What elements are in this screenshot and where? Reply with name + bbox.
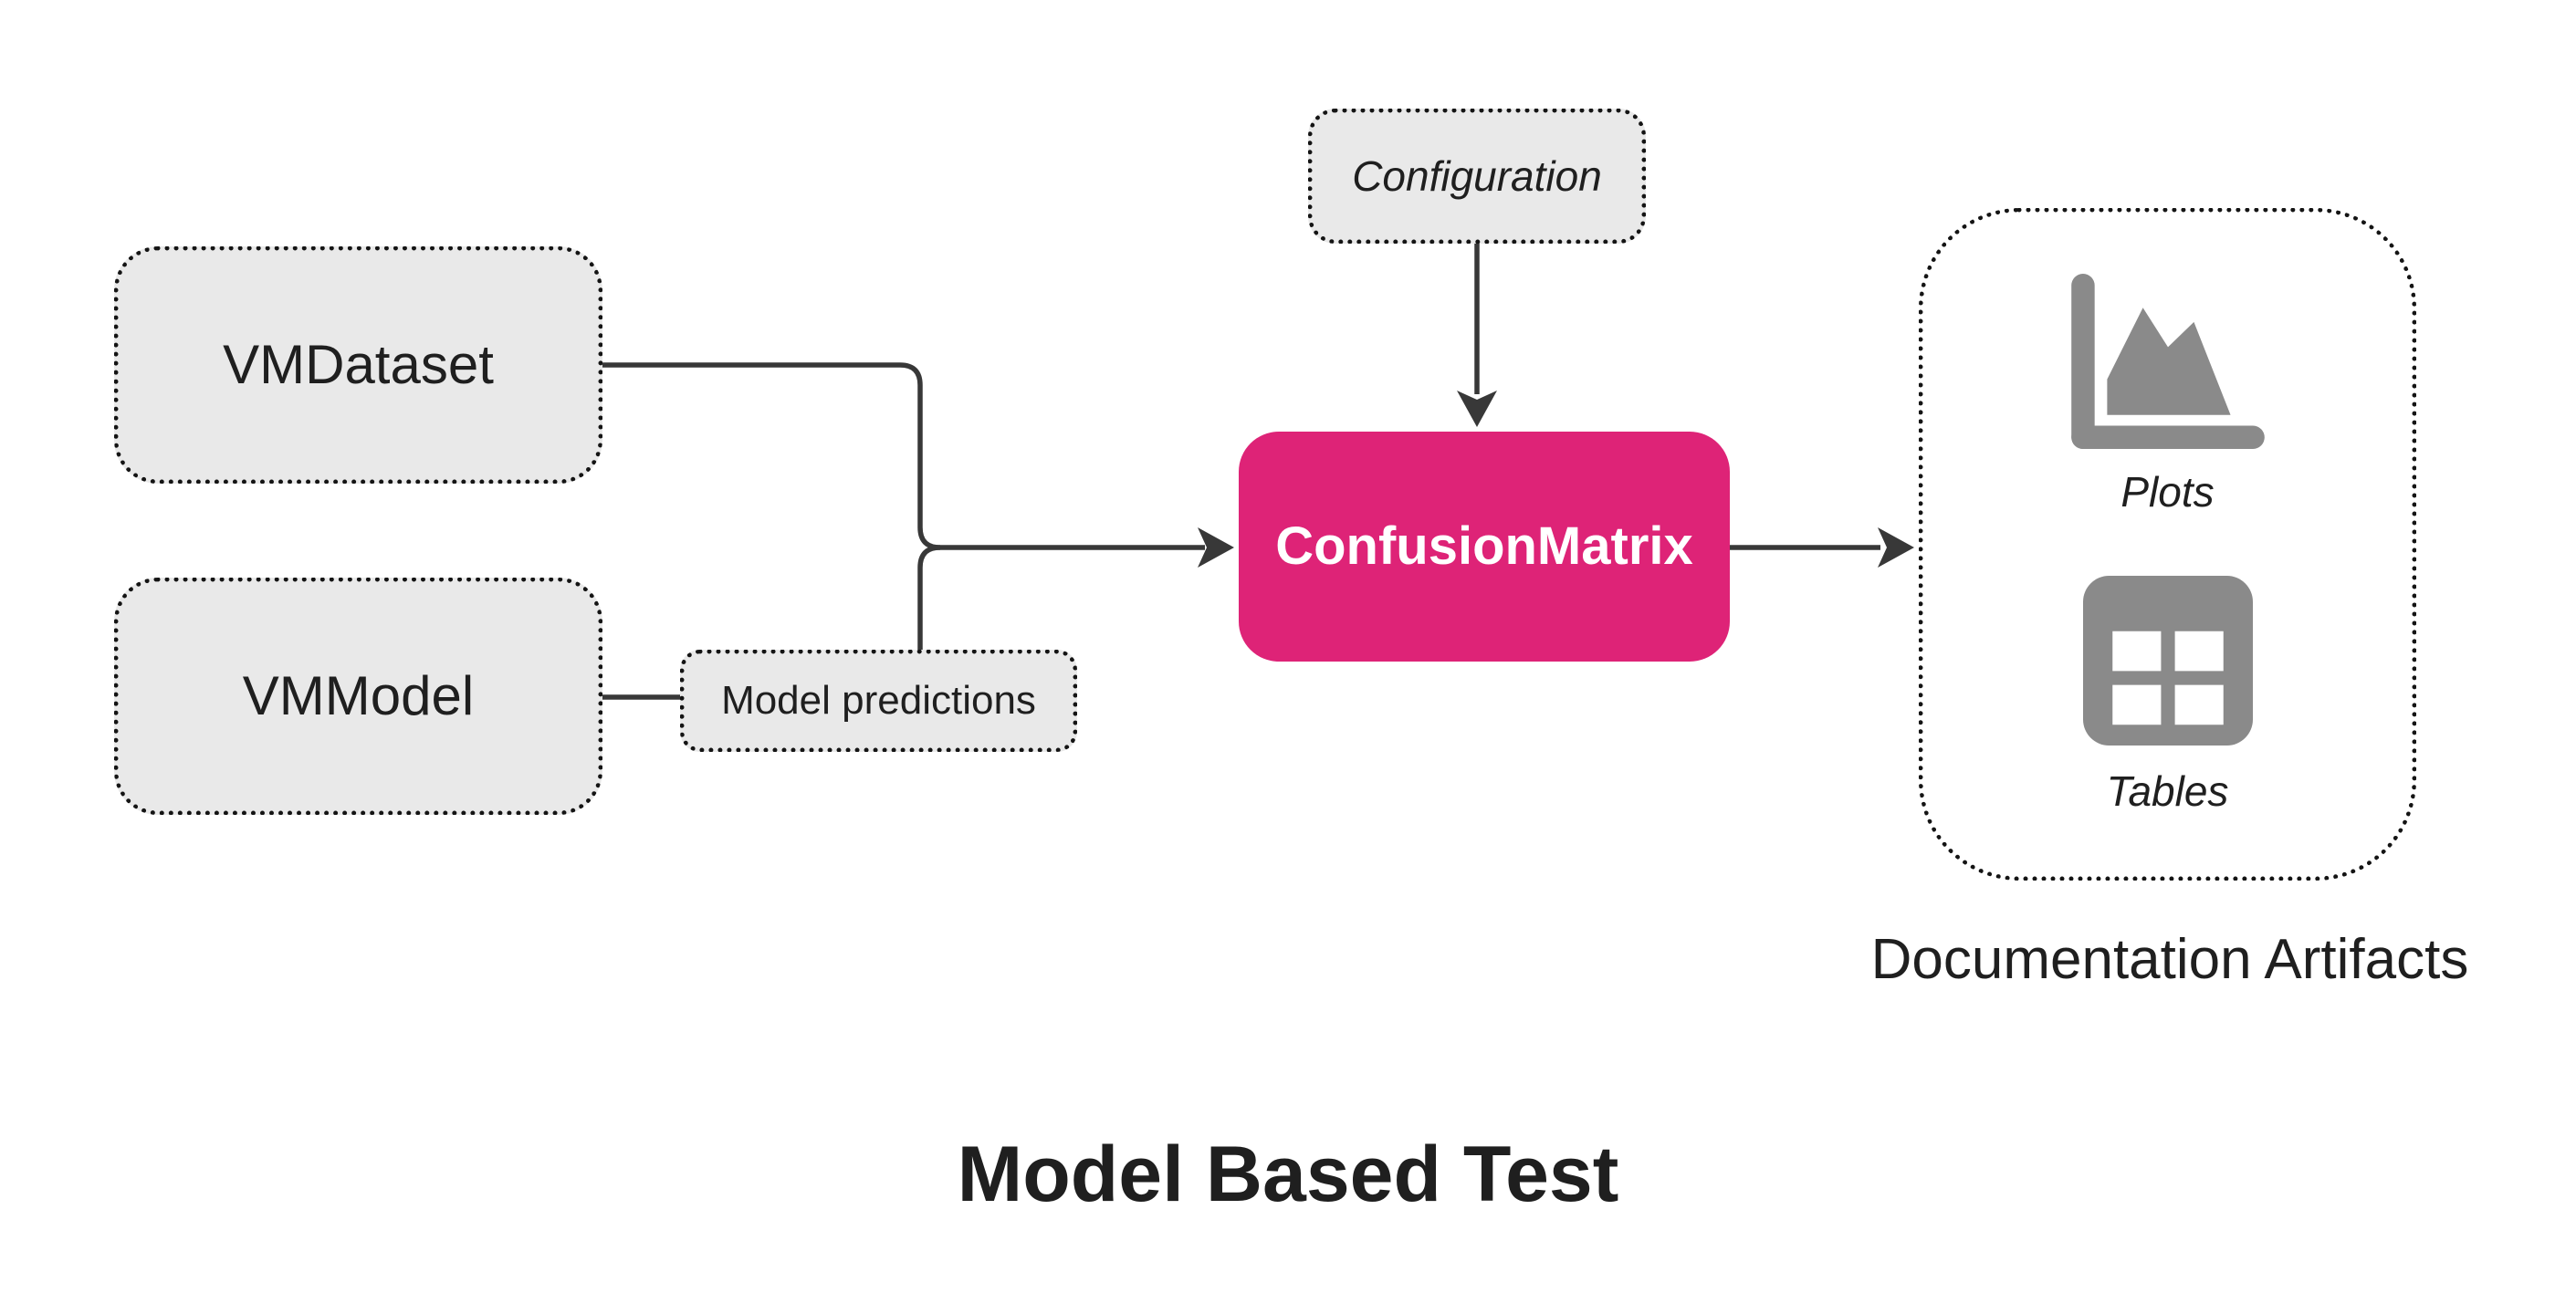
node-vmmodel: VMModel [114,578,602,815]
node-configuration-label: Configuration [1352,151,1602,200]
artifact-tables-label: Tables [2106,766,2229,815]
artifact-plots: Plots [2070,273,2265,516]
node-model-predictions-label: Model predictions [721,677,1036,723]
node-model-predictions: Model predictions [680,650,1077,752]
node-vmdataset: VMDataset [114,246,602,484]
diagram-title: Model Based Test [957,1131,1619,1218]
documentation-artifacts-group: Plots Tables [1919,208,2416,881]
artifact-tables: Tables [2082,573,2253,816]
node-vmdataset-label: VMDataset [223,334,494,395]
node-configuration: Configuration [1308,109,1646,244]
bar-chart-icon [2070,273,2265,449]
node-vmmodel-label: VMModel [242,665,475,726]
node-confusion-matrix: ConfusionMatrix [1239,432,1730,662]
arrowhead-into-confusionmatrix-left [1198,527,1234,568]
arrowhead-into-artifacts [1878,527,1914,568]
edge-modelpredictions-to-confusionmatrix [917,545,941,650]
artifact-plots-label: Plots [2120,467,2215,516]
documentation-artifacts-label: Documentation Artifacts [1870,928,2469,991]
edge-vmdataset-to-confusionmatrix [602,362,1205,550]
arrowhead-into-confusionmatrix-top [1457,391,1497,427]
node-confusion-matrix-label: ConfusionMatrix [1275,516,1693,577]
table-icon [2082,575,2253,746]
